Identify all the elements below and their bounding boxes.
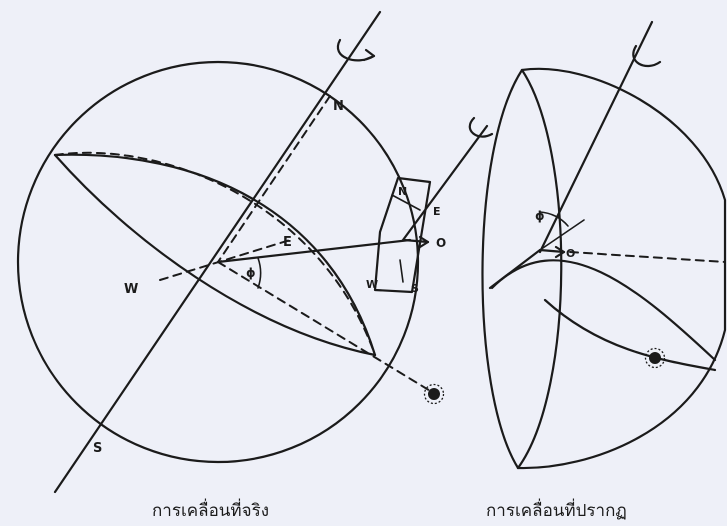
celestial-axis [538,20,654,254]
east-label: E [283,235,292,250]
rotation-arrow-head [362,48,376,62]
apparent-motion-caption: การเคลื่อนที่ปรากฏ [486,501,627,521]
horizon-plane-line [391,194,421,211]
sun-icon [423,383,445,405]
rotation-axis [53,10,382,494]
local-rotation-arrow [468,116,494,138]
horizon-south-label: S [411,282,419,295]
south-pole-label: S [93,441,102,456]
east-west-line [159,239,291,281]
sun-icon [644,347,666,369]
angle-line [539,219,585,251]
horizon-ellipse-right [516,68,563,470]
rotation-axis-hidden [217,95,331,263]
equator-front [53,153,377,357]
sun-direction-line [217,261,433,393]
horizon-ellipse-left [481,68,524,470]
observer-arrow [402,238,430,244]
sun-path-arc-lower [543,298,717,372]
apparent-motion-figure: ϕ O [481,20,727,470]
latitude-label: ϕ [246,266,256,280]
observer-arrow-head [554,245,566,259]
true-motion-figure: N S E W ϕ N E W S O [16,10,494,494]
meridian-front [53,153,377,357]
sky-dome-outline [516,67,727,470]
observer-arrow [538,248,566,254]
west-label: W [124,282,138,297]
latitude-arc [539,211,569,227]
observer-line [216,238,412,264]
latitude-arc [257,257,262,289]
horizon-west-label: W [366,278,378,291]
north-pole-label: N [333,99,344,114]
horizon-line [488,248,542,290]
sun-path-arc [490,259,717,362]
observer-arrow-head [418,235,430,249]
observer-label: O [436,236,446,250]
horizon-plane-line [399,259,404,283]
latitude-label: ϕ [535,209,545,223]
horizon-north-label: N [398,185,407,198]
celestial-rotation-arrow [632,44,662,68]
horizon-east-label: E [433,205,441,218]
observer-sightline [569,251,726,263]
local-axis [401,124,489,242]
equator-back [54,151,376,356]
observer-label: O [566,247,575,260]
true-motion-caption: การเคลื่อนที่จริง [152,501,269,521]
